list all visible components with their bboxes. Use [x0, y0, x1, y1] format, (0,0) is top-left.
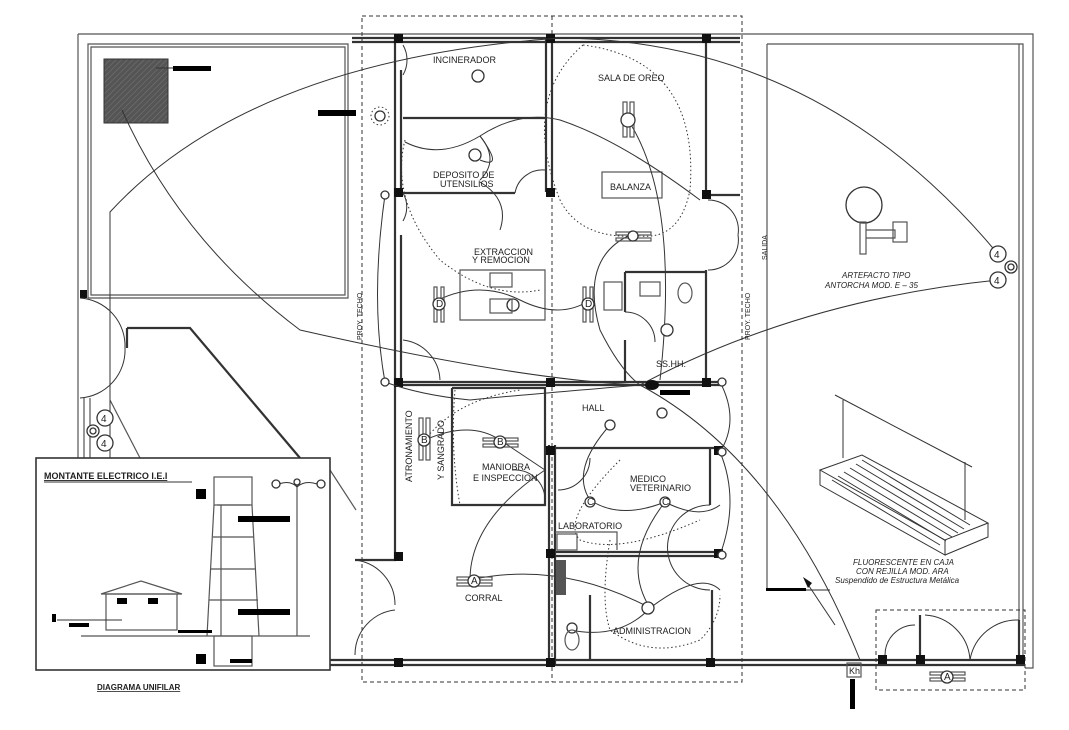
- antorcha-caption-1: ARTEFACTO TIPO: [841, 271, 910, 280]
- fixture-hall-2[interactable]: [656, 407, 668, 419]
- fixture-label: C: [662, 497, 669, 508]
- water-tank: [103, 58, 211, 124]
- fixture-hall-1[interactable]: [604, 419, 616, 431]
- fixture-label: A: [944, 672, 951, 683]
- room-label-balanza: BALANZA: [610, 182, 651, 192]
- reflector-label: 4: [101, 439, 107, 450]
- proy-techo-left: PROY. TECHO: [357, 292, 364, 340]
- room-label-sangrado: Y SANGRADO: [436, 420, 446, 480]
- fixture-medico-2[interactable]: C: [659, 496, 671, 508]
- fixture-balanza[interactable]: [615, 230, 652, 242]
- fixture-label: B: [421, 435, 428, 446]
- fixture-maniobra[interactable]: B: [482, 435, 519, 449]
- room-label-deposito: DEPOSITO DE: [433, 170, 494, 180]
- fixture-incinerador[interactable]: [471, 69, 485, 83]
- fluorescente-caption-1: FLUORESCENTE EN CAJA: [853, 558, 954, 567]
- salida-label: SALIDA: [762, 235, 769, 260]
- room-label-extraccion: EXTRACCION: [474, 247, 533, 257]
- room-label-deposito-2: UTENSILIOS: [440, 179, 494, 189]
- fixture-extraccion-left[interactable]: D: [432, 286, 446, 323]
- sanitary-fixtures: [489, 272, 693, 651]
- reflector-label: 4: [994, 276, 1000, 287]
- doors: [79, 44, 1020, 661]
- fluorescente-fixture-illustration: FLUORESCENTE EN CAJA CON REJILLA MOD. AR…: [818, 394, 990, 585]
- room-label-maniobra-2: E INSPECCION: [473, 473, 538, 483]
- reflector-group-right[interactable]: 4 4: [989, 245, 1018, 289]
- fixture-medico-1[interactable]: C: [584, 496, 596, 508]
- fixture-corral[interactable]: A: [456, 574, 493, 588]
- meter-label: Kh: [849, 666, 860, 676]
- room-label-extraccion-2: Y REMOCION: [472, 255, 530, 265]
- antorcha-fixture-illustration: ARTEFACTO TIPO ANTORCHA MOD. E – 35: [824, 186, 918, 290]
- fixture-label: D: [436, 299, 443, 310]
- meter-kh[interactable]: Kh: [846, 662, 862, 709]
- room-labels: INCINERADOR SALA DE OREO DEPOSITO DE UTE…: [357, 55, 769, 636]
- room-label-sshh: SS.HH.: [656, 359, 686, 369]
- room-label-atronamiento: ATRONAMIENTO: [404, 410, 414, 482]
- fixture-extraccion-right[interactable]: D: [581, 286, 595, 323]
- wiring: [109, 37, 999, 661]
- room-label-laboratorio: LABORATORIO: [558, 521, 622, 531]
- fixture-entrance[interactable]: A: [929, 670, 966, 684]
- fixture-label: A: [471, 576, 478, 587]
- fluorescente-caption-2: CON REJILLA MOD. ARA: [856, 567, 949, 576]
- arrow-feed: [803, 577, 836, 626]
- fixture-label: B: [497, 437, 504, 448]
- room-label-hall: HALL: [582, 403, 605, 413]
- reflector-label: 4: [101, 414, 107, 425]
- fixture-sala-oreo[interactable]: [620, 101, 636, 138]
- room-label-incinerador: INCINERADOR: [433, 55, 497, 65]
- room-label-maniobra: MANIOBRA: [482, 462, 530, 472]
- distribution-board[interactable]: [318, 110, 806, 591]
- montante-inset: MONTANTE ELECTRICO I.E.I DIAGRAMA UNIFIL…: [35, 457, 331, 692]
- room-label-sala-oreo: SALA DE OREO: [598, 73, 665, 83]
- room-label-medico: MEDICO: [630, 474, 666, 484]
- fixtures: D D B B A: [370, 69, 966, 684]
- montante-title: MONTANTE ELECTRICO I.E.I: [44, 471, 167, 481]
- fixture-label: C: [587, 497, 594, 508]
- room-label-veterinario: VETERINARIO: [630, 483, 691, 493]
- room-label-administracion: ADMINISTRACION: [613, 626, 691, 636]
- fixture-administracion[interactable]: [641, 601, 655, 615]
- reflector-group-left[interactable]: 4 4: [86, 409, 114, 452]
- proy-techo-right: PROY. TECHO: [745, 292, 752, 340]
- reflector-label: 4: [994, 250, 1000, 261]
- room-label-corral: CORRAL: [465, 593, 503, 603]
- roof-projection: [361, 15, 1026, 691]
- fixture-deposito[interactable]: [468, 148, 482, 162]
- wall-outlet-incinerador[interactable]: [370, 106, 390, 126]
- fluorescente-caption-3: Suspendido de Estructura Metálica: [835, 576, 960, 585]
- fixture-atronamiento[interactable]: B: [417, 417, 431, 461]
- fixture-sshh[interactable]: [660, 323, 674, 337]
- fixture-extraccion-center[interactable]: [506, 298, 520, 312]
- exterior-wall-lamps: [380, 190, 727, 560]
- antorcha-caption-2: ANTORCHA MOD. E – 35: [824, 281, 918, 290]
- montante-caption: DIAGRAMA UNIFILAR: [97, 683, 180, 692]
- fixture-label: D: [585, 299, 592, 310]
